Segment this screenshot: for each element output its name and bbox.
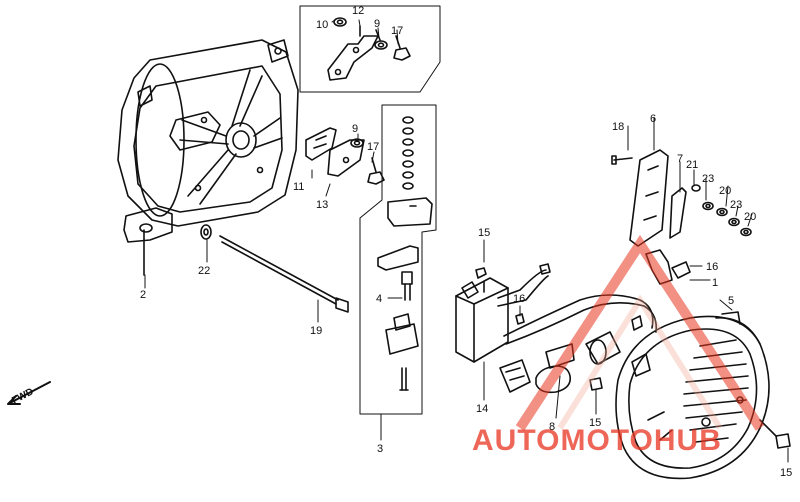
part-label-20-upper: 20 [719, 185, 731, 197]
part-label-15-left: 15 [478, 227, 490, 239]
middle-bracket-parts [305, 127, 385, 185]
fwd-arrow-icon [7, 381, 51, 405]
part-label-15-center: 15 [589, 417, 601, 429]
part-label-3: 3 [377, 443, 383, 455]
watermark-logo: AUTOMOTOHUB [472, 234, 765, 457]
part-label-12: 12 [352, 5, 364, 17]
part-label-19: 19 [310, 325, 322, 337]
part-label-9-middle: 9 [352, 123, 358, 135]
part-label-16-left: 16 [513, 293, 525, 305]
part-label-21: 21 [686, 159, 698, 171]
right-bracket-parts [611, 149, 752, 285]
long-bolt-part [200, 224, 349, 313]
part-label-18: 18 [612, 121, 624, 133]
watermark-text: AUTOMOTOHUB [472, 424, 722, 457]
part-label-16-right: 16 [706, 261, 718, 273]
part-label-2: 2 [140, 289, 146, 301]
part-label-15-right: 15 [780, 467, 792, 479]
part-label-7: 7 [677, 153, 683, 165]
part-label-8: 8 [549, 421, 555, 433]
part-label-11: 11 [293, 181, 304, 193]
part-label-1: 1 [712, 277, 718, 289]
part-label-13: 13 [316, 199, 328, 211]
part-label-10: 10 [316, 19, 328, 31]
part-labels: 2 10 12 9 17 9 17 11 13 22 19 4 3 15 16 … [140, 5, 792, 479]
part-label-6: 6 [650, 113, 656, 125]
leader-lines [144, 19, 789, 463]
part-label-20-lower: 20 [744, 211, 756, 223]
fwd-label: FWD [10, 386, 35, 406]
stator-frame-part [117, 39, 299, 276]
part-label-23-upper: 23 [702, 173, 714, 185]
part-label-14: 14 [476, 403, 488, 415]
part-label-22: 22 [198, 265, 210, 277]
part-label-17-middle: 17 [367, 141, 379, 153]
fastener-kit-parts [359, 104, 437, 415]
part-label-9-upper: 9 [374, 18, 380, 30]
bushing-part [535, 315, 643, 394]
part-label-23-lower: 23 [730, 199, 742, 211]
part-label-4: 4 [376, 293, 382, 305]
part-label-5: 5 [728, 295, 734, 307]
part-label-17-upper: 17 [391, 25, 403, 37]
